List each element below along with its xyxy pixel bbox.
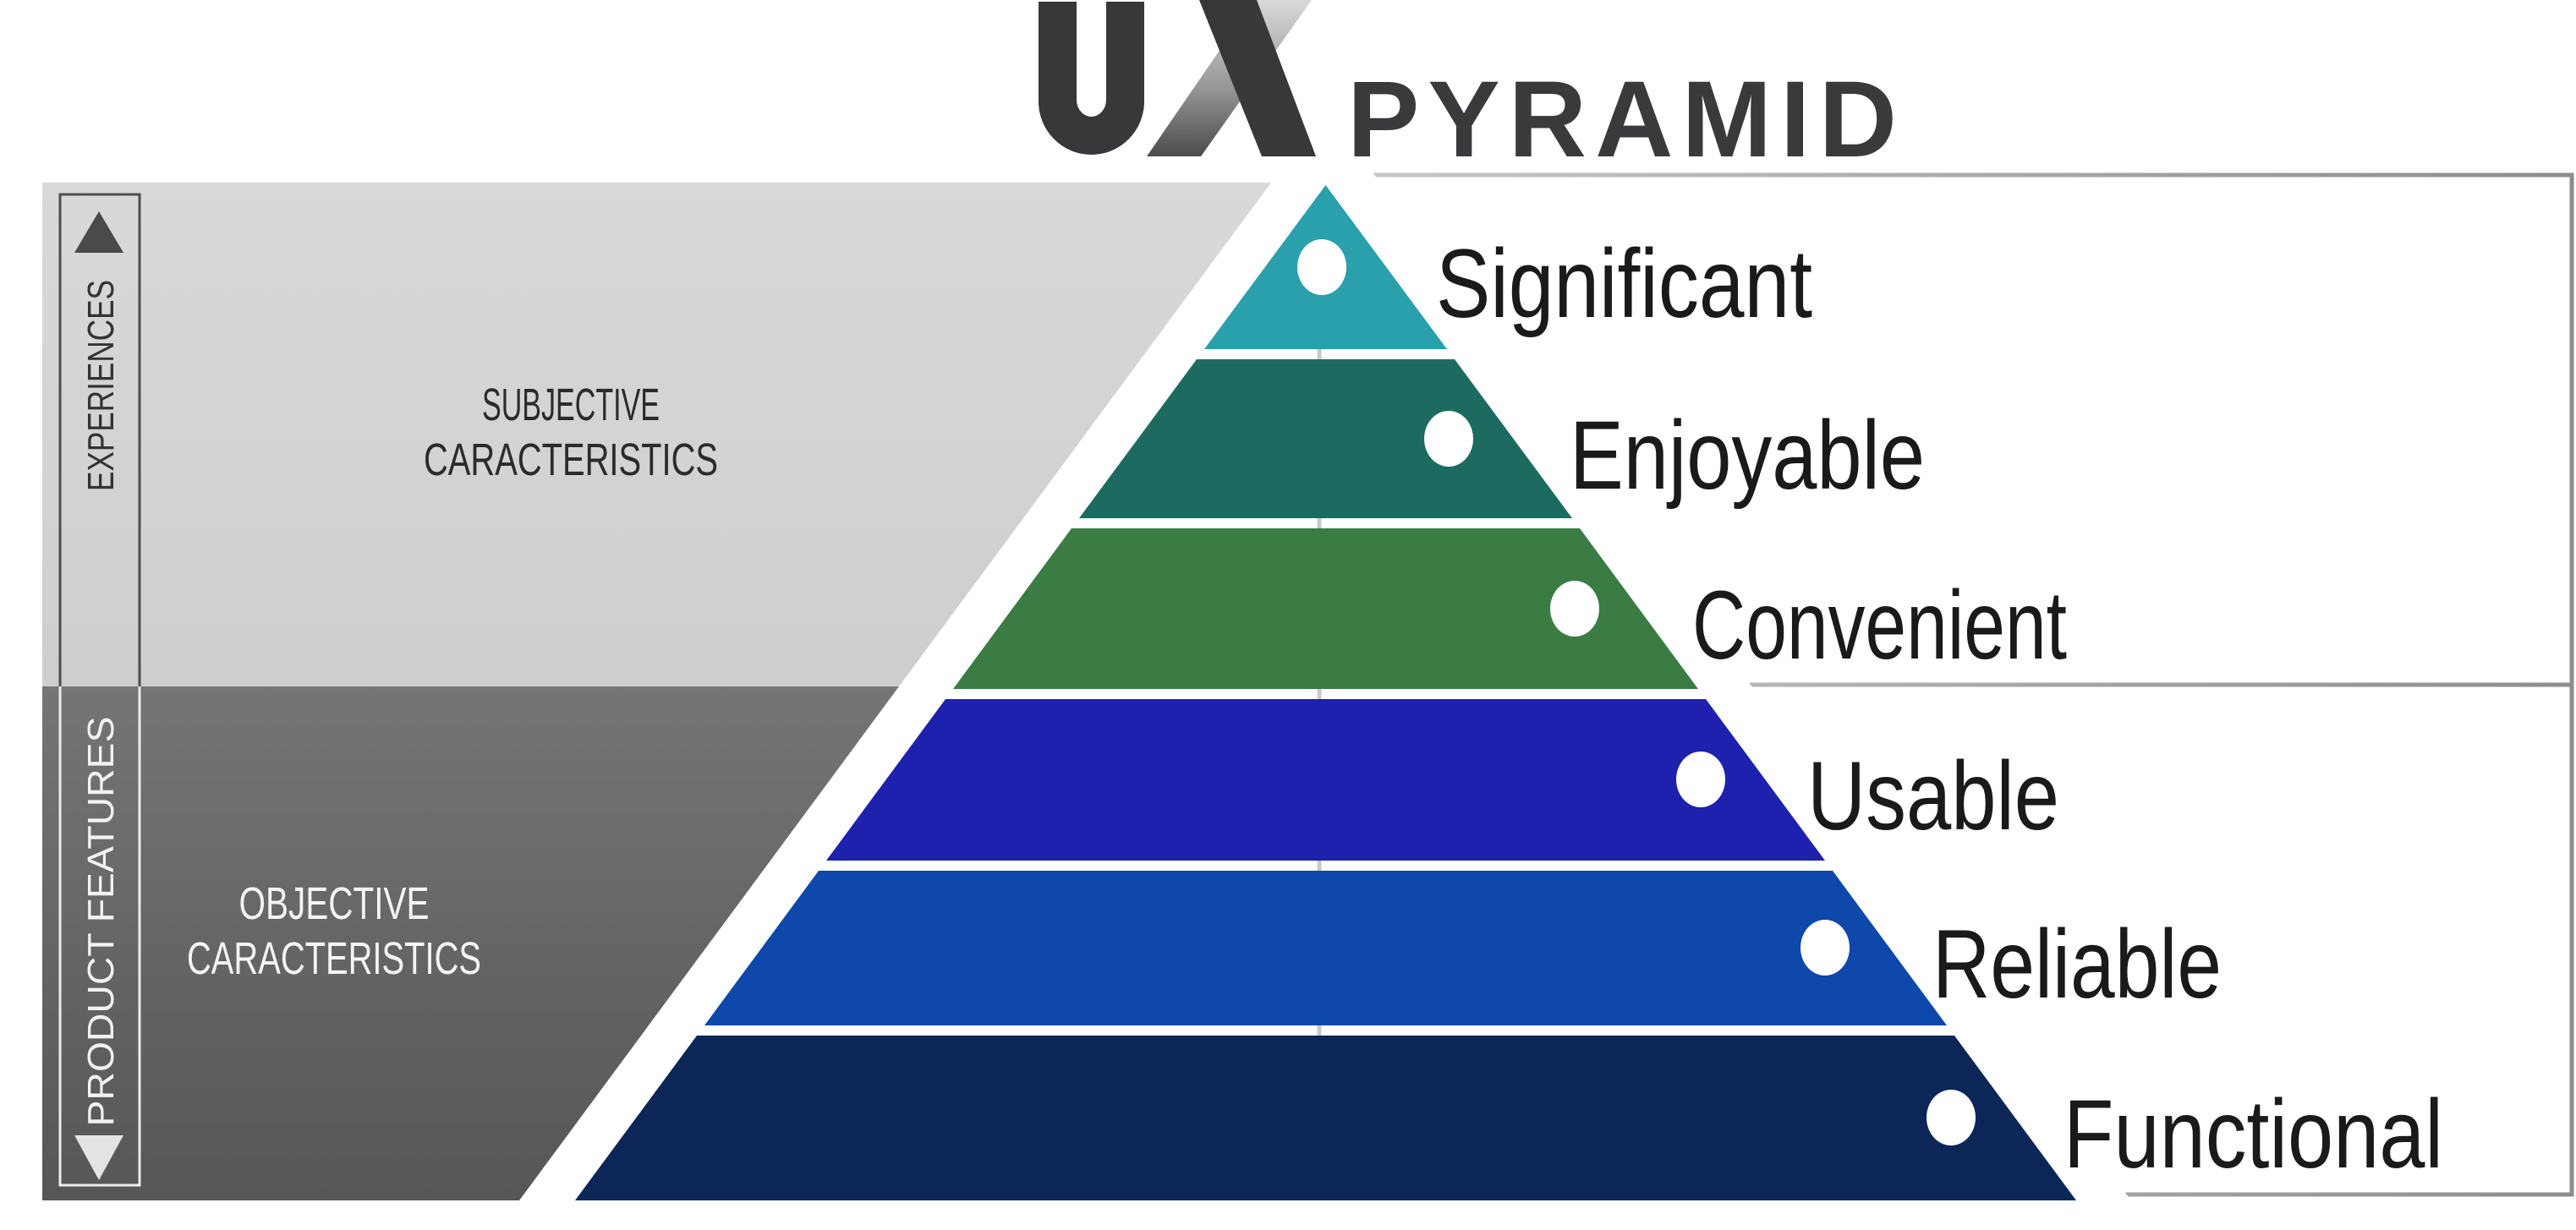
pyramid-level-dots — [1297, 239, 1976, 1145]
pyramid-level-usable — [826, 699, 1825, 861]
pyramid-level-labels: SignificantEnjoyableConvenientUsableReli… — [1436, 230, 2443, 1189]
level-dot-reliable — [1800, 920, 1850, 976]
ux-pyramid-logo: PYRAMID — [1039, 0, 1897, 180]
level-dot-functional — [1927, 1090, 1976, 1145]
pyramid-levels — [575, 185, 2076, 1200]
subjective-caption-line2: CARACTERISTICS — [424, 435, 718, 485]
level-dot-significant — [1297, 239, 1346, 295]
level-label-enjoyable: Enjoyable — [1570, 402, 1925, 510]
pyramid-level-convenient — [953, 528, 1698, 689]
product-features-side-label: PRODUCT FEATURES — [80, 717, 122, 1127]
level-label-convenient: Convenient — [1692, 571, 2067, 680]
axis-strip-border-upper — [58, 193, 141, 686]
band-captions: SUBJECTIVE CARACTERISTICS OBJECTIVE CARA… — [187, 380, 718, 984]
down-arrow-icon — [74, 1135, 123, 1180]
axis-strip: EXPERIENCES PRODUCT FEATURES — [58, 193, 141, 1187]
left-bands — [42, 183, 1274, 1200]
level-dot-usable — [1676, 752, 1725, 807]
pyramid-edge-gaps — [510, 156, 2140, 1213]
objective-caption-line2: CARACTERISTICS — [187, 933, 481, 984]
experiences-side-label: EXPERIENCES — [80, 280, 122, 491]
ux-logo-mark — [1039, 0, 1316, 156]
ux-logo-x-dark-stroke — [1199, 0, 1316, 156]
logo-wordmark: PYRAMID — [1347, 59, 1897, 180]
level-label-reliable: Reliable — [1932, 910, 2222, 1019]
up-arrow-icon — [74, 211, 123, 253]
level-label-usable: Usable — [1807, 742, 2059, 850]
level-label-significant: Significant — [1436, 230, 1812, 338]
right-edge-gap — [1298, 156, 2140, 1213]
axis-strip-border-lower — [58, 686, 141, 1187]
level-label-functional: Functional — [2064, 1080, 2443, 1189]
pyramid-level-functional — [575, 1036, 2076, 1200]
subjective-band — [42, 183, 1274, 686]
pyramid-level-enjoyable — [1079, 359, 1572, 518]
level-dot-enjoyable — [1424, 411, 1473, 467]
subjective-caption-line1: SUBJECTIVE — [482, 380, 660, 430]
objective-caption-line1: OBJECTIVE — [239, 878, 430, 929]
ux-logo-u-glyph — [1039, 2, 1144, 156]
left-edge-gap — [510, 156, 1353, 1213]
level-dot-convenient — [1550, 581, 1599, 637]
objective-band — [42, 686, 901, 1200]
pyramid-level-reliable — [704, 871, 1947, 1025]
